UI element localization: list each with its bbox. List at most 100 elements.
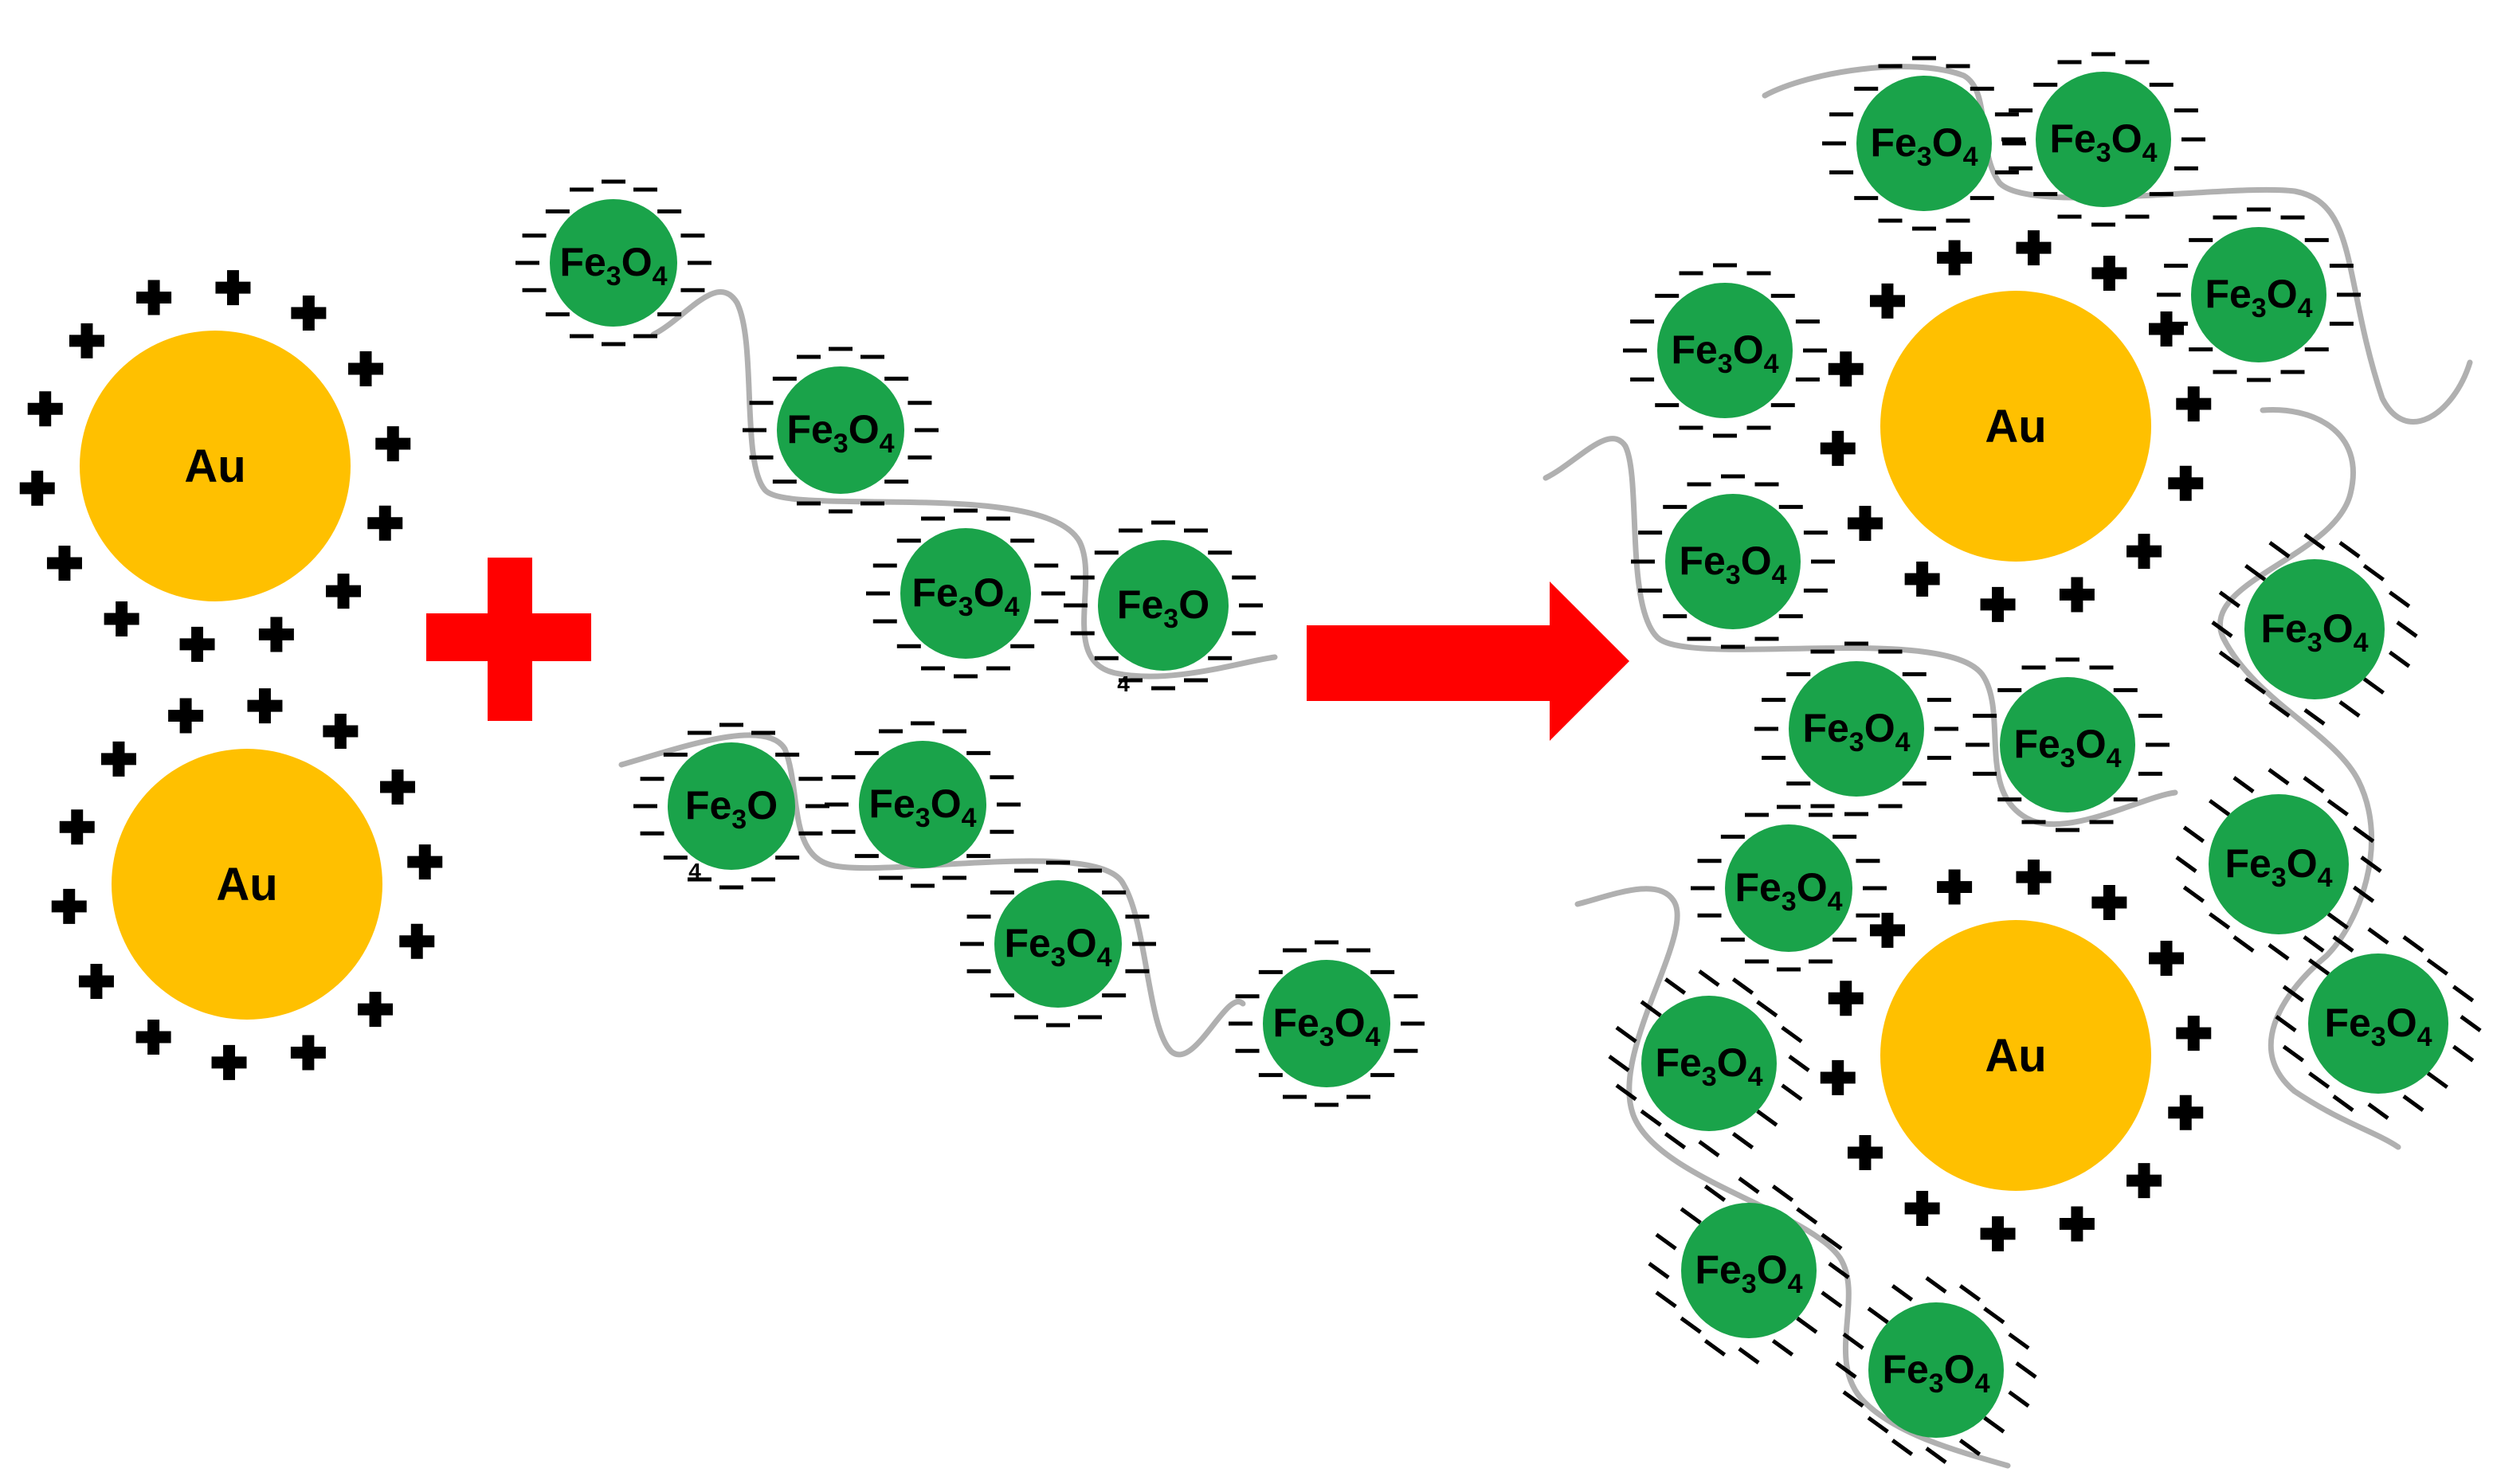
negative-charge [1703,1339,1727,1357]
positive-charge [2091,885,2127,921]
positive-charge [2016,230,2052,266]
positive-charge [2126,1163,2162,1199]
au-sphere [1880,920,2151,1191]
fe3o4-label: Fe3O4 [1679,538,1786,590]
positive-charge [2149,940,2185,976]
o-symbol: O [2076,722,2107,766]
positive-charge [2176,1016,2212,1051]
fe3o4-label: Fe3O4 [911,570,1019,622]
negative-charge [1640,1109,1662,1127]
negative-charge [2303,935,2325,953]
negative-charge [2388,590,2411,609]
negative-charge [1731,1132,1754,1149]
positive-charge [2149,311,2185,347]
o-symbol: O [621,240,653,284]
positive-charge [2168,465,2204,501]
polymer-chain [618,732,1246,1057]
negative-charge [1756,1109,1778,1127]
negative-charge [2209,799,2231,816]
au-sphere [1880,291,2151,562]
negative-charge [2332,935,2354,953]
negative-charge [1796,1316,1818,1334]
o-symbol: O [2111,116,2142,161]
o-subscript: 4 [880,429,895,459]
negative-charge [2452,1044,2475,1063]
fe3o4-sphere [550,199,677,327]
positive-charge [2059,1206,2095,1242]
positive-charges [19,230,2212,1251]
positive-charge [358,992,394,1028]
negative-charge [2326,912,2349,930]
fe-symbol: Fe [1870,120,1916,165]
positive-charge [367,505,403,541]
fe3o4-particle: Fe3O4 [1657,283,1793,418]
fe-subscript: 3 [833,429,849,459]
negative-charge [1680,1316,1702,1334]
negative-charge [2426,1071,2448,1089]
negative-charge [1640,1000,1662,1018]
positive-charge [290,1035,326,1071]
positive-charge [247,688,283,724]
negative-charge [2282,985,2305,1003]
fe-symbol: Fe [2324,1000,2370,1045]
fe3o4-particle: Fe3O4 [859,741,986,868]
positive-charge [135,1019,171,1055]
au-sphere [112,749,382,1020]
fe3o4-sphere [1641,996,1777,1131]
polymer-chain [2217,406,2401,1150]
positive-charge [1869,912,1905,948]
negative-charge [2268,768,2290,785]
fe3o4-particle: Fe3O4 [2000,677,2135,812]
fe-symbol: Fe [1802,706,1848,750]
arrow-right-icon [1307,581,1629,741]
o-symbol: O [1797,865,1828,910]
negative-charge [1680,1207,1702,1225]
au-particle: Au [1880,920,2151,1191]
negative-charge [2362,677,2385,695]
o-subscript: 4 [962,803,977,833]
negative-charges [515,52,2482,1464]
fe-symbol: Fe [2049,116,2095,161]
fe3o4-label: Fe3O4 [1272,1000,1380,1052]
fe3o4-sphere [1263,960,1390,1087]
negative-charge [1925,1447,1947,1464]
negative-charge [2402,935,2424,953]
fe3o4-label: Fe3O4 [1882,1347,1989,1399]
o-subscript: 4 [1788,1269,1803,1299]
negative-charge [1771,1184,1794,1202]
o-symbol: O [1864,706,1895,750]
negative-charge [2244,564,2267,581]
au-label: Au [1985,401,2046,452]
fe3o4-label: Fe3O4 [2205,272,2312,323]
positive-charge [380,769,416,805]
negative-charge [2303,708,2326,726]
o-subscript: 4 [1772,560,1787,590]
positive-charge [1869,283,1905,319]
o-subscript: 4 [1895,727,1911,758]
fe-symbol: Fe [1004,921,1050,965]
fe3o4-label: Fe3O4 [2013,722,2121,773]
fe-symbol: Fe [2013,722,2060,766]
negative-charge [2352,825,2375,844]
fe-symbol: Fe [1272,1000,1319,1045]
fe-subscript: 3 [1849,727,1864,758]
au-particle: Au [112,749,382,1020]
fe-symbol: Fe [1671,327,1717,372]
o-symbol: O [1335,1000,1366,1045]
positive-charge [323,714,359,750]
positive-charge [78,964,114,1000]
positive-charge [215,270,251,306]
positive-charge [136,280,172,315]
negative-charge [2182,885,2205,903]
negative-charge [1738,1177,1760,1194]
positive-charge [1937,240,1973,276]
negative-charge [1983,1415,2005,1434]
negative-charge [2388,650,2411,668]
au-label: Au [184,441,245,492]
negative-charge [2282,1044,2305,1063]
plus-icon [426,558,591,721]
fe3o4-label: Fe3O4 [559,240,667,292]
negative-charge [2352,885,2375,903]
negative-charge [1925,1276,1947,1294]
